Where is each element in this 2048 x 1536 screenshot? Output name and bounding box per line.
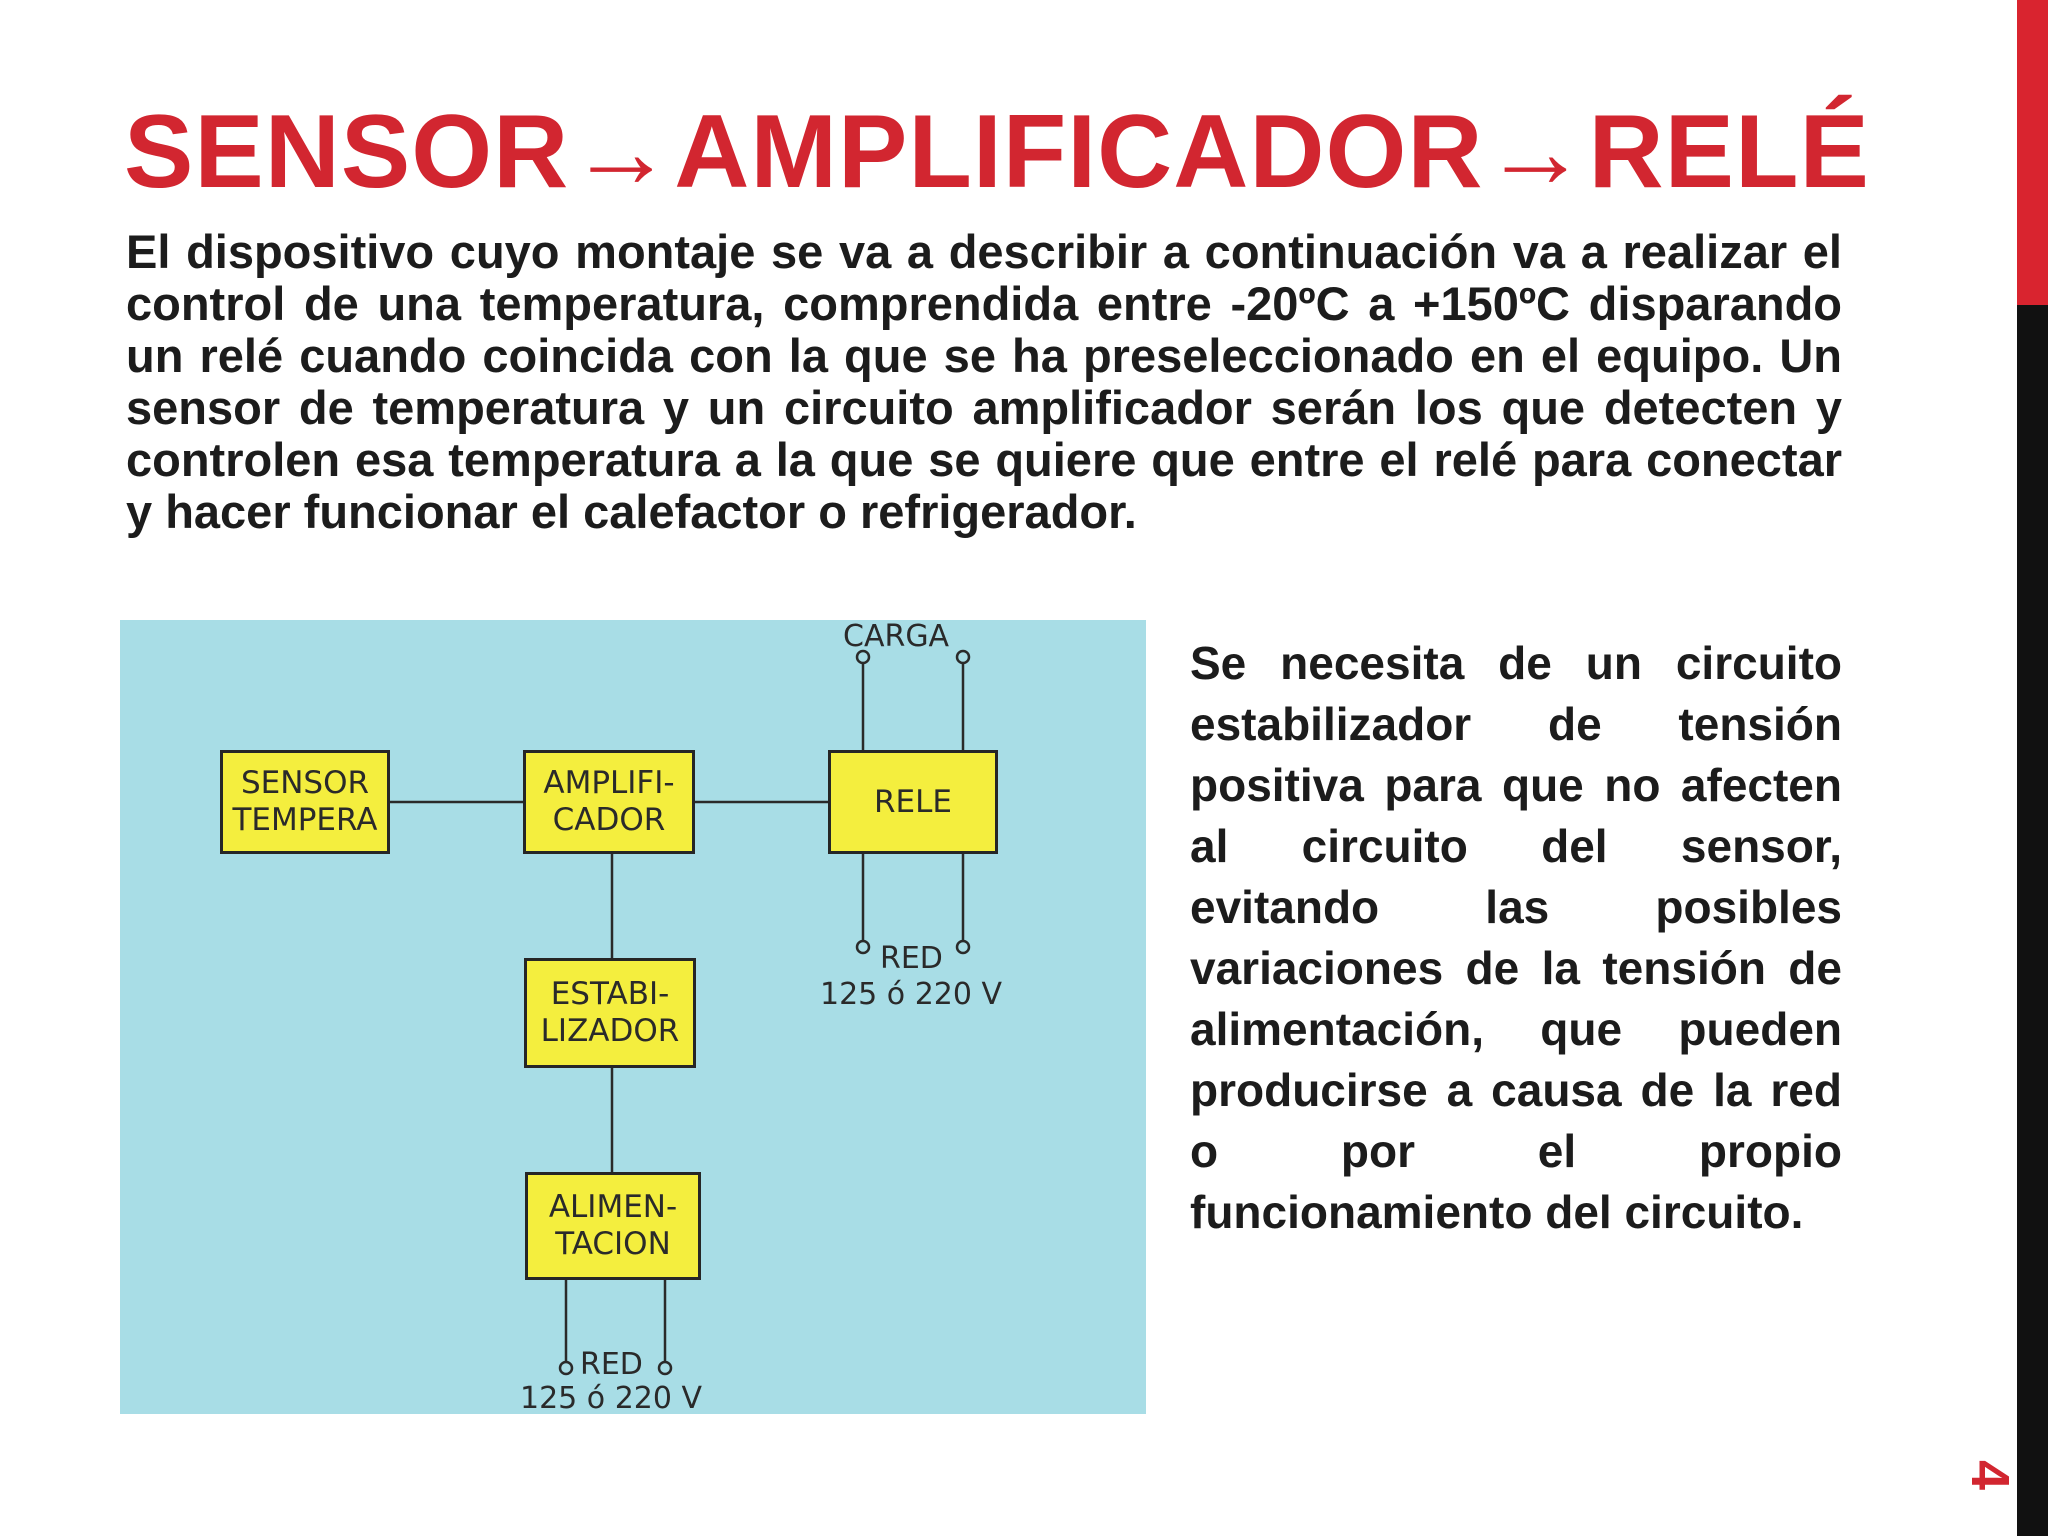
slide-title: SENSOR→AMPLIFICADOR→RELÉ — [124, 94, 1870, 210]
accent-bar-red — [2017, 0, 2048, 305]
sensor-box: SENSOR TEMPERA — [220, 750, 390, 854]
carga-label: CARGA — [843, 619, 950, 654]
estabilizador-box: ESTABI- LIZADOR — [524, 958, 696, 1068]
terminal-carga-right — [955, 649, 971, 665]
stabilizer-paragraph: Se necesita de un circuito estabilizador… — [1190, 637, 1842, 1238]
terminal-bottom-left — [558, 1360, 574, 1376]
rele-box: RELE — [828, 750, 998, 854]
amplificador-box-label: AMPLIFI- CADOR — [543, 765, 675, 838]
page-number: 4 — [1960, 1459, 2020, 1491]
accent-bar-black — [2017, 305, 2048, 1536]
intro-paragraph: El dispositivo cuyo montaje se va a desc… — [126, 225, 1842, 538]
voltage-rele-label: 125 ó 220 V — [820, 977, 1003, 1012]
alimentacion-box: ALIMEN- TACION — [525, 1172, 701, 1280]
diagram-wires — [390, 649, 971, 1376]
terminal-bottom-right — [657, 1360, 673, 1376]
voltage-bottom-label: 125 ó 220 V — [520, 1381, 703, 1416]
alimentacion-box-label: ALIMEN- TACION — [548, 1189, 678, 1262]
estabilizador-box-label: ESTABI- LIZADOR — [540, 976, 680, 1049]
terminal-red-right — [955, 939, 971, 955]
terminal-carga-left — [855, 649, 871, 665]
red-bottom-label: RED — [580, 1347, 643, 1382]
red-rele-label: RED — [880, 941, 943, 976]
rele-box-label: RELE — [874, 783, 952, 820]
amplificador-box: AMPLIFI- CADOR — [523, 750, 695, 854]
terminal-red-left — [855, 939, 871, 955]
sensor-box-label: SENSOR TEMPERA — [232, 765, 378, 838]
block-diagram: SENSOR TEMPERA AMPLIFI- CADOR RELE ESTAB… — [120, 619, 1146, 1416]
